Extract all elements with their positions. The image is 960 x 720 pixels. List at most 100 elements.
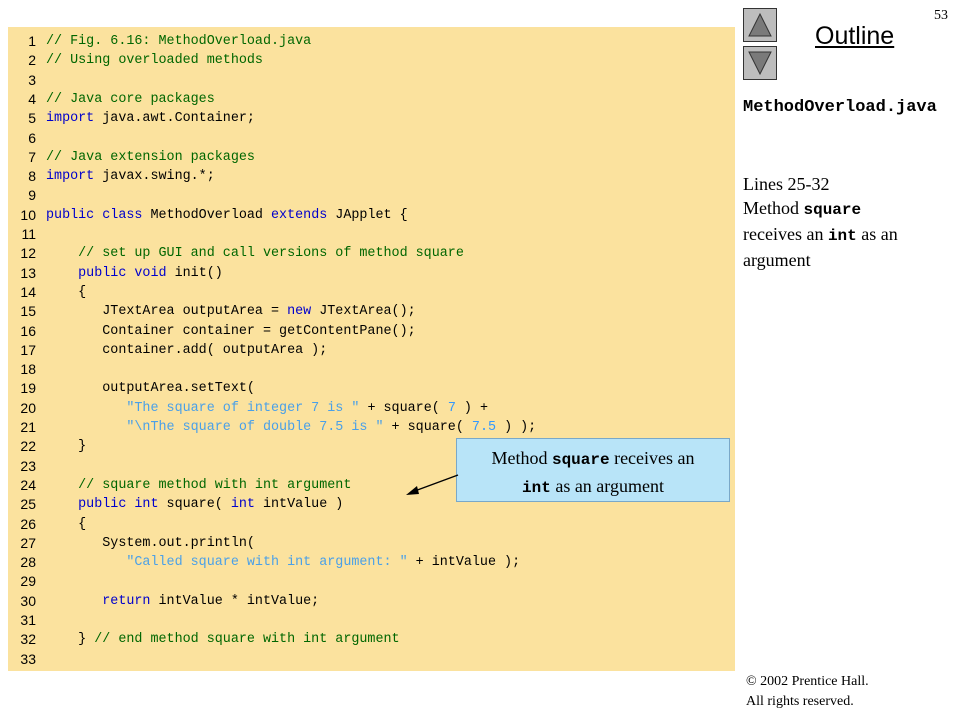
code-text: import javax.swing.*; [46,167,215,186]
code-text: // Java extension packages [46,148,255,167]
argument-suffix: as an argument [743,224,898,270]
code-token [46,420,126,435]
up-arrow-icon [748,13,772,37]
code-token: "\nThe square of double 7.5 is " [126,420,384,435]
code-text: } // end method square with int argument [46,630,400,649]
line-number: 2 [28,52,36,69]
code-text: // Fig. 6.16: MethodOverload.java [46,32,311,51]
code-text: outputArea.setText( [46,379,255,398]
code-token: + intValue ); [407,555,521,571]
method-prefix: Method [743,198,804,218]
outline-title[interactable]: Outline [815,22,895,50]
code-token: JTextArea outputArea = [46,304,288,320]
code-text: "Called square with int argument: " + in… [46,553,520,572]
code-token: + square( [359,400,448,416]
line-number: 23 [20,457,36,474]
code-token: square( [158,497,231,513]
code-text: "The square of integer 7 is " + square( … [46,399,488,418]
line-number: 8 [28,168,36,185]
line-number: 17 [20,341,36,358]
previous-slide-button[interactable] [743,8,777,42]
code-token: java.awt.Container; [94,111,255,127]
lines-label: Lines 25-32 [743,174,830,194]
callout-line-1: Method square receives an [457,445,729,473]
code-text: // square method with int argument [46,476,351,495]
code-text: container.add( outputArea ); [46,341,327,360]
file-name: MethodOverload.java [743,98,937,117]
code-token: int [230,497,255,513]
slide-number: 53 [934,8,948,23]
line-number: 6 [28,129,36,146]
code-token: public void [46,265,167,281]
code-token: // Fig. 6.16: MethodOverload.java [46,34,312,49]
code-text: import java.awt.Container; [46,109,255,128]
code-token: import [46,169,95,185]
code-token: } [46,439,87,455]
copyright: © 2002 Prentice Hall. All rights reserve… [746,672,869,712]
line-number: 3 [28,71,36,88]
code-token: System.out.println( [46,535,255,551]
copyright-line-2: All rights reserved. [746,694,854,709]
line-number: 13 [20,264,36,281]
method-name: square [803,201,862,219]
callout-code-2: int [522,479,551,497]
line-number: 20 [20,399,36,416]
code-token: intValue ) [254,497,344,513]
callout-text-2: receives an [609,448,695,468]
method-description: Method square [743,196,953,222]
line-number: 29 [20,573,36,590]
code-token: init() [166,265,223,281]
callout-arrow-icon [406,474,459,495]
copyright-line-1: © 2002 Prentice Hall. [746,674,869,689]
line-number: 4 [28,90,36,107]
code-token: // end method square with int argument [94,632,400,648]
code-token: extends [271,207,328,223]
callout-text-3: as an argument [550,476,664,496]
receives-description: receives an int as an argument [743,222,953,272]
code-text: System.out.println( [46,534,255,553]
code-text: return intValue * intValue; [46,592,319,611]
line-number: 7 [28,148,36,165]
code-text: // Java core packages [46,90,215,109]
code-token: // square method with int argument [46,477,352,493]
code-token: 7.5 [471,420,497,435]
code-text: // Using overloaded methods [46,51,263,70]
code-token: 7 [447,400,456,416]
code-token: ) ); [496,420,537,435]
code-token: javax.swing.*; [94,169,215,185]
code-text: JTextArea outputArea = new JTextArea(); [46,302,415,321]
line-number: 27 [20,534,36,551]
line-number: 12 [20,245,36,262]
code-token: + square( [383,420,472,435]
line-number: 33 [20,650,36,667]
line-number: 10 [20,206,36,223]
line-number: 32 [20,631,36,648]
line-number: 16 [20,322,36,339]
line-number: 25 [20,496,36,513]
code-text: } [46,437,86,456]
receives-prefix: receives an [743,224,828,244]
code-token: // Using overloaded methods [46,53,263,69]
code-token: MethodOverload [142,207,272,223]
line-number: 18 [20,361,36,378]
line-number: 24 [20,476,36,493]
code-token: container.add( outputArea ); [46,342,328,358]
code-token: new [287,304,312,320]
line-number: 21 [20,419,36,435]
code-text: public int square( int intValue ) [46,495,343,514]
code-token: JApplet { [327,207,408,223]
down-arrow-icon [748,51,772,75]
line-number: 28 [20,554,36,571]
code-text: Container container = getContentPane(); [46,322,415,341]
line-number: 5 [28,110,36,127]
code-token [46,401,126,416]
code-token: public class [46,207,143,223]
next-slide-button[interactable] [743,46,777,80]
side-notes: Lines 25-32 Method square receives an in… [743,172,953,272]
code-token: // set up GUI and call versions of metho… [46,246,464,262]
line-number: 22 [20,438,36,455]
code-token: ) + [455,400,489,416]
line-number: 30 [20,592,36,609]
code-text: "\nThe square of double 7.5 is " + squar… [46,418,536,437]
